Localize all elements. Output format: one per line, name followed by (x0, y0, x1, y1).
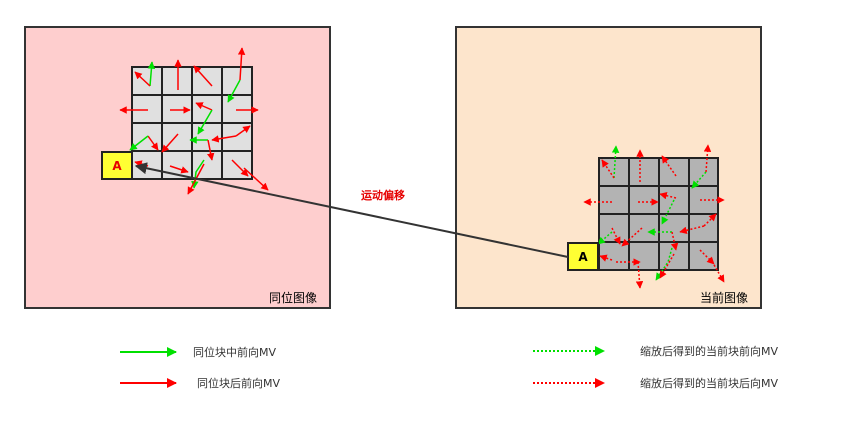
collocated-forward-mv (147, 61, 156, 87)
current-backward-mv (635, 261, 644, 289)
legend-item-scaled-forward: 缩放后得到的当前块前向MV (533, 344, 778, 358)
collocated-picture-title: 同位图像 (269, 290, 317, 305)
legend-label: 缩放后得到的当前块后向MV (640, 376, 778, 390)
current-backward-mv (611, 227, 621, 245)
current-block-a: A (567, 242, 599, 271)
current-backward-mv (659, 253, 675, 279)
current-picture-title: 当前图像 (700, 290, 748, 305)
collocated-backward-mv (206, 139, 215, 161)
collocated-backward-mv (195, 102, 213, 111)
current-block-grid (598, 157, 719, 271)
collocated-backward-mv (161, 133, 179, 153)
collocated-forward-mv (197, 109, 213, 135)
collocated-backward-mv (237, 47, 246, 81)
current-forward-mv (691, 171, 707, 189)
legend-label: 同位块中前向MV (193, 345, 276, 359)
motion-shift-line (134, 162, 569, 258)
current-forward-mv (597, 231, 613, 245)
collocated-backward-mv (231, 159, 249, 177)
collocated-backward-mv (243, 167, 269, 191)
current-forward-mv (661, 199, 675, 225)
legend-label: 同位块后前向MV (197, 376, 280, 390)
current-forward-mv (611, 145, 620, 179)
collocated-backward-mv (211, 135, 237, 143)
current-backward-mv (661, 155, 677, 177)
legend-item-scaled-backward: 缩放后得到的当前块后向MV (533, 376, 778, 390)
collocated-block-a: A (101, 151, 133, 180)
current-backward-mv (709, 257, 725, 283)
current-block-a-box (567, 242, 599, 271)
collocated-block-a-label: A (112, 159, 122, 173)
current-backward-mv (703, 144, 712, 173)
legend-item-collocated-backward: 同位块后前向MV (120, 376, 280, 390)
current-backward-mv (621, 227, 643, 247)
legend-label: 缩放后得到的当前块前向MV (640, 344, 778, 358)
collocated-forward-mv (227, 79, 241, 103)
motion-shift-arrow: 运动偏移 (134, 162, 569, 258)
current-backward-mv (659, 191, 677, 200)
current-backward-mv (703, 213, 717, 227)
collocated-block-a-box (101, 151, 133, 180)
current-block-a-label: A (578, 250, 588, 264)
legend: 同位块中前向MV 同位块后前向MV 缩放后得到的当前块前向MV 缩放后得到的当前… (120, 344, 778, 390)
collocated-backward-mv (193, 65, 213, 87)
collocated-backward-mv (169, 165, 189, 174)
collocated-backward-mv (235, 125, 251, 137)
collocated-backward-mv (134, 71, 151, 87)
collocated-backward-mv (147, 135, 159, 151)
current-backward-mv (679, 225, 705, 235)
current-backward-mv (670, 231, 679, 251)
collocated-forward-mv (129, 135, 149, 151)
legend-item-collocated-forward: 同位块中前向MV (120, 345, 276, 359)
current-motion-vectors (583, 144, 725, 289)
motion-shift-label: 运动偏移 (361, 188, 405, 202)
